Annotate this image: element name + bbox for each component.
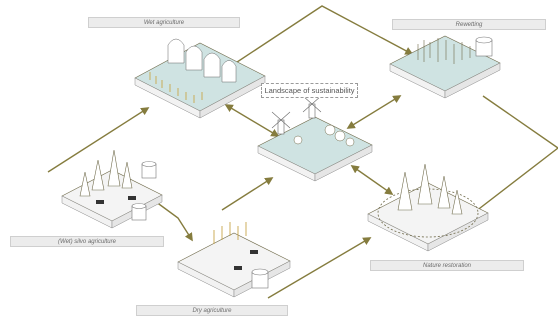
center-landscape-block [257, 95, 373, 182]
cow-icon [96, 196, 136, 204]
greenhouse-icon [167, 38, 237, 83]
wet-agriculture-block [134, 38, 266, 119]
label-dry-agriculture: Dry agriculture [136, 305, 288, 316]
arrow-center-nature [350, 165, 394, 195]
center-label: Landscape of sustainability [261, 83, 358, 98]
crop-rows-icon [149, 72, 203, 103]
silo-icon [131, 161, 157, 221]
label-nature-restoration: Nature restoration [370, 260, 524, 271]
wet-silvo-agriculture-block [61, 149, 163, 229]
arrow-wet-to-rewetting [221, 5, 414, 73]
label-rewetting: Rewetting [392, 19, 546, 30]
windmill-icon [271, 95, 322, 135]
connection-arrows [47, 5, 558, 299]
arrow-center-wet [224, 104, 280, 137]
nature-restoration-block [367, 163, 489, 252]
reed-icon [417, 38, 471, 64]
tree-icon [293, 124, 355, 147]
conifer-tree-icon [397, 163, 463, 215]
rewetting-block [389, 35, 501, 99]
silo-icon [251, 268, 269, 289]
silo-icon [475, 36, 493, 57]
arrow-dry-to-nature [267, 237, 372, 299]
dry-agriculture-block [177, 222, 291, 298]
arrow-rewetting-nature [456, 95, 558, 227]
cow-icon [234, 250, 258, 270]
label-wet-agriculture: Wet agriculture [88, 17, 240, 28]
crop-rows-icon [213, 222, 247, 244]
arrow-dry-to-center [221, 177, 274, 211]
conifer-tree-icon [79, 149, 133, 197]
arrow-center-rewetting [346, 95, 402, 129]
label-wet-silvo-agriculture: (Wet) silvo agriculture [10, 236, 164, 247]
arrow-silvo-to-wet [47, 107, 150, 173]
